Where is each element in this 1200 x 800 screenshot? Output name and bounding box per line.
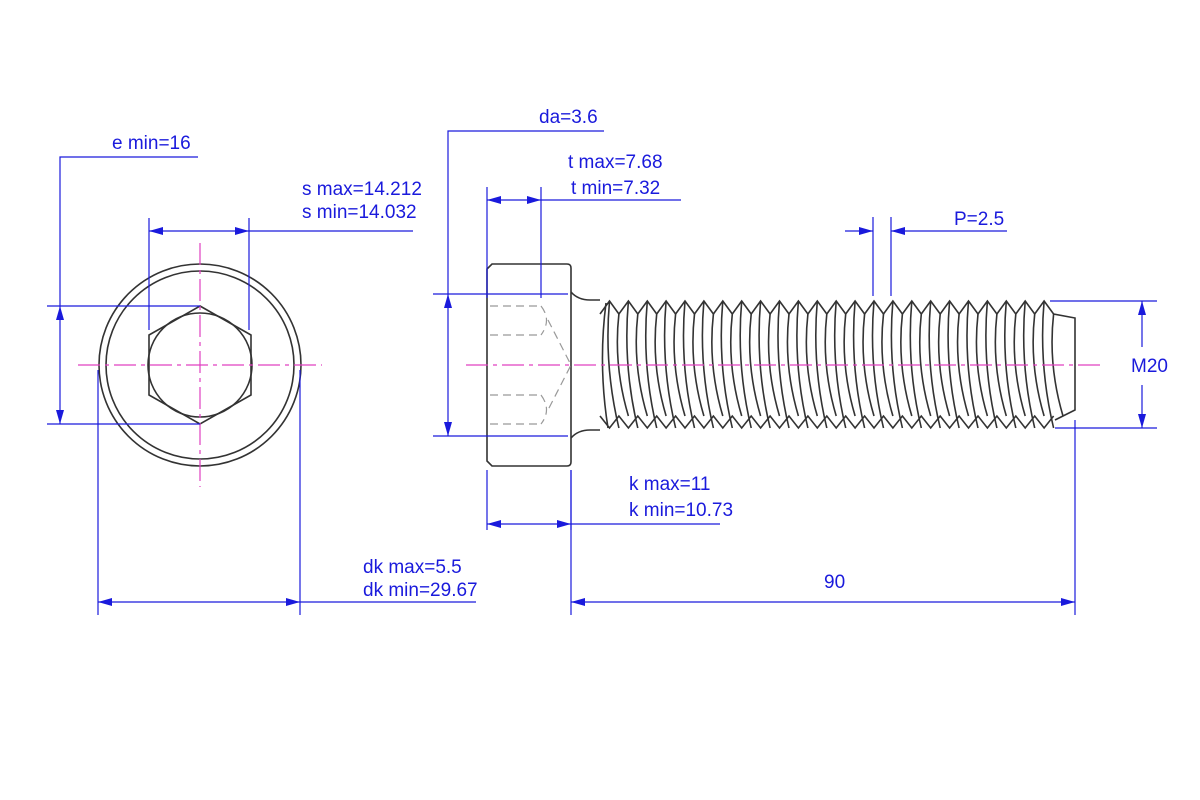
thread-crest-line [1003, 300, 1017, 429]
arrowhead [859, 227, 873, 235]
arrowhead [56, 306, 64, 320]
dk-min-label: dk min=29.67 [363, 580, 478, 601]
arrowhead [1138, 301, 1146, 315]
da-label: da=3.6 [539, 107, 598, 128]
e-min-label: e min=16 [112, 133, 191, 154]
t-min-label: t min=7.32 [571, 178, 660, 199]
thread-crest-line [928, 300, 941, 429]
dk-dimension [97, 370, 476, 615]
length-label: 90 [824, 572, 845, 593]
arrowhead [487, 196, 501, 204]
arrowhead [571, 598, 585, 606]
thread-crest-line [777, 300, 790, 429]
e-min-dimension [47, 156, 200, 425]
end-view [47, 156, 476, 615]
pitch-dimension [845, 217, 1007, 296]
s-dimension [148, 218, 413, 330]
da-dimension [433, 130, 604, 437]
thread-crest-line [966, 300, 979, 429]
dimension-arrows [56, 196, 1146, 606]
hidden-socket-lines [490, 305, 572, 425]
arrowhead [891, 227, 905, 235]
s-min-label: s min=14.032 [302, 202, 417, 223]
dk-max-label: dk max=5.5 [363, 557, 462, 578]
arrowhead [444, 294, 452, 308]
arrowhead [1061, 598, 1075, 606]
s-max-label: s max=14.212 [302, 179, 422, 200]
thread-diameter-dimension [1050, 300, 1157, 429]
arrowhead [286, 598, 300, 606]
thread-crest-line [814, 300, 828, 429]
thread-top-profile [599, 299, 1076, 421]
pitch-label: P=2.5 [954, 209, 1004, 230]
thread-root-line [918, 313, 932, 417]
k-min-label: k min=10.73 [629, 500, 733, 521]
thread-crest-line [607, 300, 620, 429]
arrowhead [56, 410, 64, 424]
arrowhead [487, 520, 501, 528]
thread-crest-line [739, 300, 752, 429]
side-view [433, 130, 1157, 615]
t-max-label: t max=7.68 [568, 152, 663, 173]
thread-bottom-profile [599, 414, 1055, 430]
arrowhead [235, 227, 249, 235]
k-max-label: k max=11 [629, 474, 711, 495]
neck-fillet [570, 291, 600, 439]
t-dimension [486, 187, 681, 298]
arrowhead [98, 598, 112, 606]
arrowhead [444, 422, 452, 436]
arrowhead [557, 520, 571, 528]
thread-root-line [748, 313, 762, 417]
head-outline [486, 263, 572, 467]
thread-root-line [956, 313, 970, 417]
thread-label: M20 [1131, 356, 1168, 377]
arrowhead [527, 196, 541, 204]
arrowhead [1138, 414, 1146, 428]
thread-root-line [786, 313, 800, 417]
arrowhead [149, 227, 163, 235]
thread-root-line [994, 313, 1008, 417]
length-dimension [570, 420, 1076, 615]
